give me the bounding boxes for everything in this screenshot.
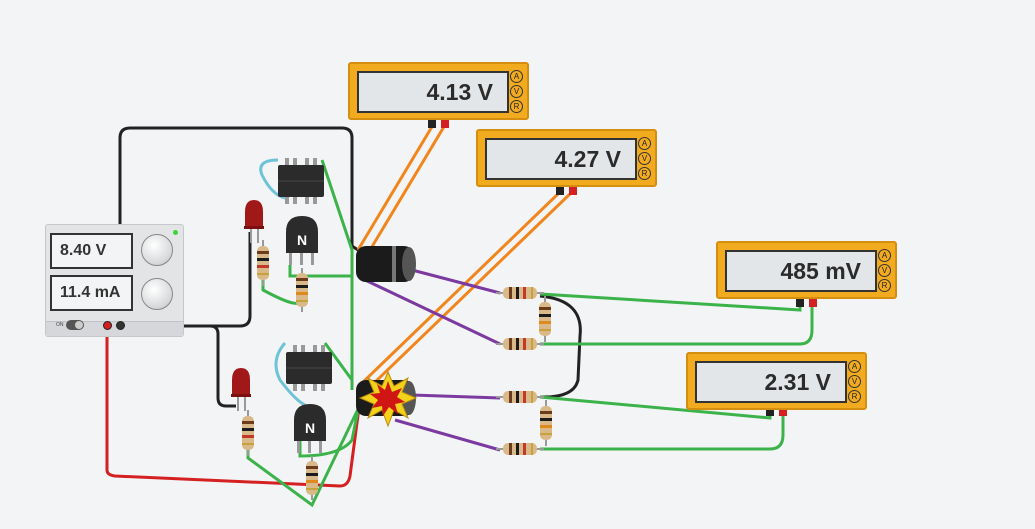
- on-off-label: ON: [56, 322, 64, 328]
- mode-v-button[interactable]: V: [510, 85, 523, 98]
- resistor-v1[interactable]: [539, 296, 551, 342]
- wire-green-meter4-b[interactable]: [540, 412, 785, 451]
- multimeter-4[interactable]: 2.31 V A V R: [686, 352, 867, 410]
- mode-r-button[interactable]: R: [510, 100, 523, 113]
- resistor-h1[interactable]: [496, 287, 544, 299]
- voltage-display: 8.40 V: [50, 233, 133, 269]
- transistor-2[interactable]: N: [294, 404, 326, 453]
- resistor-v6[interactable]: [306, 456, 318, 500]
- wire-green-meter3-b[interactable]: [540, 303, 814, 346]
- meter-3-probes[interactable]: [796, 297, 817, 307]
- voltage-knob[interactable]: [141, 234, 173, 266]
- positive-terminal[interactable]: [103, 321, 112, 330]
- negative-terminal[interactable]: [116, 321, 125, 330]
- resistor-h2[interactable]: [496, 338, 544, 350]
- transistor-1[interactable]: N: [286, 216, 318, 265]
- multimeter-2-modes: A V R: [638, 137, 651, 180]
- wire-orange-meter2-b[interactable]: [370, 190, 574, 387]
- resistor-h4[interactable]: [496, 443, 544, 455]
- multimeter-1-modes: A V R: [510, 70, 523, 113]
- wire-purple-3[interactable]: [411, 393, 501, 400]
- power-supply[interactable]: 8.40 V 11.4 mA ON: [45, 224, 184, 337]
- capacitor-2-exploded[interactable]: [356, 370, 418, 428]
- multimeter-1[interactable]: 4.13 V A V R: [348, 62, 529, 120]
- multimeter-1-display: 4.13 V: [357, 71, 509, 113]
- multimeter-3[interactable]: 485 mV A V R: [716, 241, 897, 299]
- resistor-v5[interactable]: [242, 410, 254, 456]
- explosion-core: [370, 381, 405, 416]
- resistor-v4[interactable]: [296, 268, 308, 312]
- power-switch[interactable]: [66, 320, 84, 330]
- wire-green-t1[interactable]: [288, 265, 352, 278]
- wire-green-rail[interactable]: [320, 159, 354, 390]
- wire-green-r1[interactable]: [261, 280, 302, 305]
- multimeter-3-display: 485 mV: [725, 250, 877, 292]
- meter-1-probes[interactable]: [428, 118, 449, 128]
- meter-4-probes[interactable]: [766, 406, 787, 416]
- status-led: [173, 230, 178, 235]
- resistor-h3[interactable]: [496, 391, 544, 403]
- mode-r-button[interactable]: R: [878, 279, 891, 292]
- wire-orange-meter1-a[interactable]: [356, 124, 435, 251]
- transistor-1-label: N: [297, 232, 307, 248]
- led-2[interactable]: [231, 368, 251, 411]
- multimeter-2[interactable]: 4.27 V A V R: [476, 129, 657, 187]
- wire-purple-2[interactable]: [364, 278, 501, 346]
- resistor-v3[interactable]: [257, 240, 269, 286]
- ic-chip-1[interactable]: [278, 158, 324, 204]
- transistor-2-label: N: [305, 420, 315, 436]
- multimeter-4-modes: A V R: [848, 360, 861, 403]
- wire-black-psu-to-led2[interactable]: [120, 324, 236, 408]
- mode-r-button[interactable]: R: [638, 167, 651, 180]
- mode-v-button[interactable]: V: [848, 375, 861, 388]
- multimeter-3-modes: A V R: [878, 249, 891, 292]
- mode-a-button[interactable]: A: [510, 70, 523, 83]
- current-display: 11.4 mA: [50, 275, 133, 311]
- wire-black-resistor-jumper[interactable]: [539, 294, 582, 399]
- wire-purple-4[interactable]: [394, 418, 501, 452]
- wire-green-t2[interactable]: [298, 399, 362, 458]
- resistor-v2[interactable]: [540, 400, 552, 446]
- wire-orange-meter2-a[interactable]: [358, 190, 562, 387]
- mode-a-button[interactable]: A: [848, 360, 861, 373]
- meter-2-probes[interactable]: [556, 185, 577, 195]
- mode-a-button[interactable]: A: [638, 137, 651, 150]
- current-knob[interactable]: [141, 278, 173, 310]
- capacitor-1[interactable]: [356, 246, 416, 282]
- mode-v-button[interactable]: V: [878, 264, 891, 277]
- multimeter-4-display: 2.31 V: [695, 361, 847, 403]
- mode-a-button[interactable]: A: [878, 249, 891, 262]
- wire-red-psu-positive[interactable]: [105, 326, 362, 488]
- wire-cyan-ic2[interactable]: [274, 342, 306, 407]
- multimeter-2-display: 4.27 V: [485, 138, 637, 180]
- wire-purple-1[interactable]: [411, 268, 501, 295]
- wire-orange-meter1-b[interactable]: [368, 124, 447, 251]
- wire-green-ic2[interactable]: [323, 342, 354, 381]
- wire-cyan-ic1[interactable]: [259, 158, 286, 200]
- wire-black-psu-to-led1[interactable]: [120, 232, 252, 328]
- ic-chip-2[interactable]: [286, 345, 332, 391]
- led-1[interactable]: [244, 200, 264, 243]
- wire-black-top-loop[interactable]: [118, 126, 359, 326]
- mode-r-button[interactable]: R: [848, 390, 861, 403]
- mode-v-button[interactable]: V: [638, 152, 651, 165]
